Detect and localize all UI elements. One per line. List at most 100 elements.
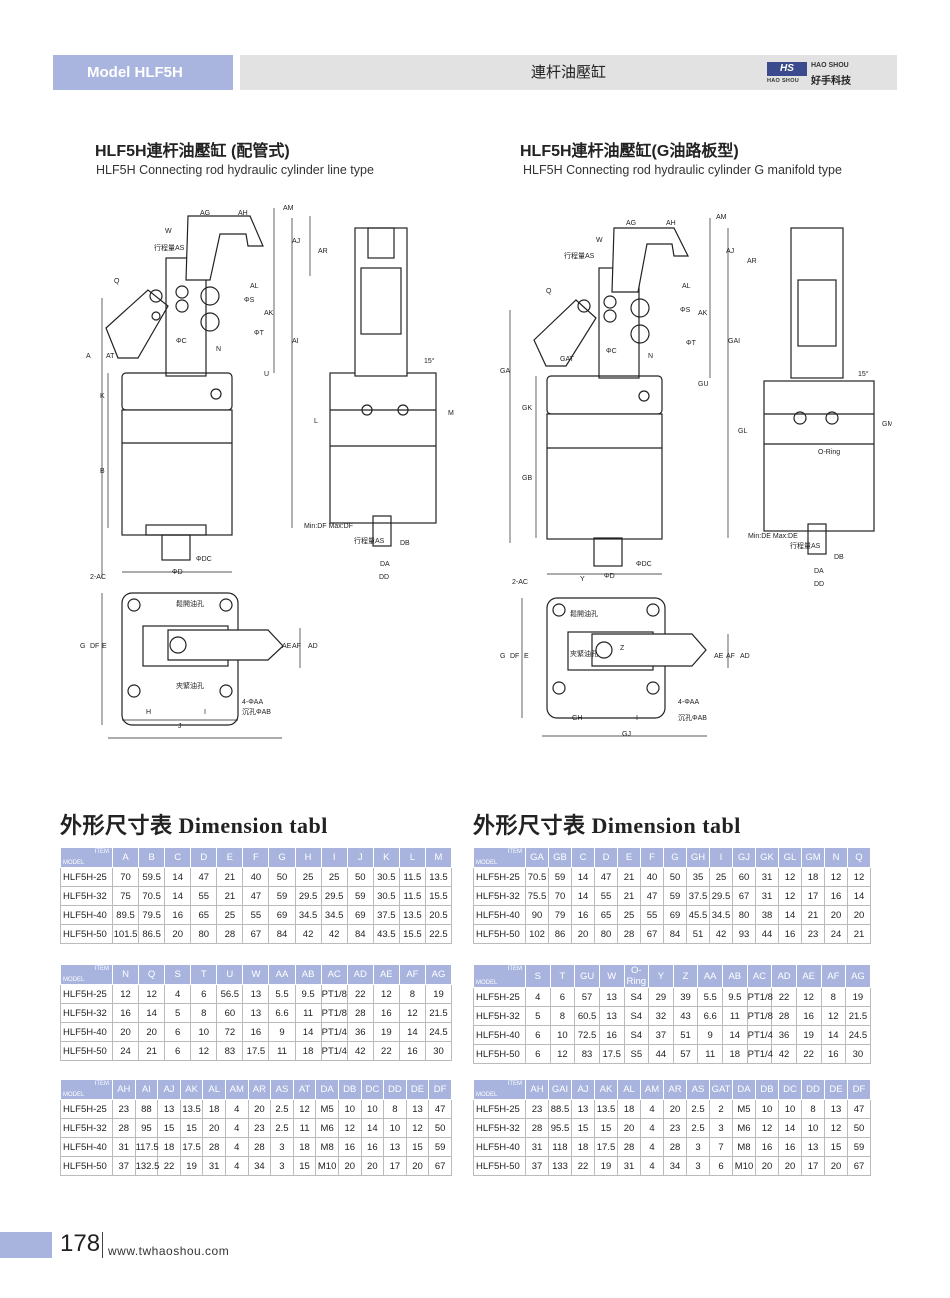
table-cell: 95.5 xyxy=(548,1118,572,1138)
table-cell: 22.5 xyxy=(424,924,453,944)
table-cell: 16 xyxy=(372,1003,400,1023)
table-cell: 31 xyxy=(112,1137,136,1157)
column-header: DD xyxy=(801,1079,825,1100)
table-cell: 12 xyxy=(292,1099,317,1119)
table-cell: 28 xyxy=(247,1137,272,1157)
table-cell: 18 xyxy=(722,1044,748,1064)
column-header: GL xyxy=(778,847,802,868)
table-cell: 15 xyxy=(594,1118,618,1138)
column-header: S xyxy=(525,964,551,988)
table-cell: 69 xyxy=(346,905,374,925)
table-cell: 117.5 xyxy=(134,1137,159,1157)
dimension-label: 鬆開油孔 xyxy=(570,609,598,618)
table-cell: 20 xyxy=(405,1156,430,1176)
dimension-label: N xyxy=(648,353,653,360)
table-cell: 70.5 xyxy=(138,886,166,906)
table-cell: 22 xyxy=(372,1041,400,1061)
table-cell: 43 xyxy=(672,1006,699,1026)
table-cell: HLF5H-25 xyxy=(60,984,113,1004)
table-cell: 14 xyxy=(164,867,192,887)
column-header: AL xyxy=(202,1079,226,1100)
table-cell: 4 xyxy=(224,1099,249,1119)
column-header: O-Ring xyxy=(623,964,650,988)
table-cell: 18 xyxy=(294,1041,322,1061)
table-cell: 39 xyxy=(672,987,699,1007)
table-cell: 50 xyxy=(346,867,374,887)
dimension-label: 行程量AS xyxy=(790,541,821,550)
dimension-label: AL xyxy=(682,283,691,290)
table-cell: 101.5 xyxy=(111,924,140,944)
column-header: D xyxy=(594,847,618,868)
table-cell: 44 xyxy=(755,924,779,944)
dimension-label: AM xyxy=(283,205,294,212)
table-cell: 59 xyxy=(847,1137,871,1157)
dimension-label: DB xyxy=(400,540,410,547)
table-cell: 47 xyxy=(594,867,618,887)
table-cell: 70.5 xyxy=(525,867,549,887)
column-header: E xyxy=(617,847,641,868)
column-header: I xyxy=(320,847,348,868)
dimension-label: B xyxy=(100,468,105,475)
table-cell: 14 xyxy=(571,886,595,906)
dimension-label: GL xyxy=(738,428,747,435)
dimension-label: H xyxy=(146,709,151,716)
table-cell: 34 xyxy=(247,1156,272,1176)
dimension-label: Min:DE Max:DE xyxy=(748,533,798,540)
column-header: DC xyxy=(360,1079,385,1100)
column-header: E xyxy=(216,847,244,868)
table-cell: M6 xyxy=(732,1118,756,1138)
dimension-label: AG xyxy=(200,210,210,217)
column-header: DC xyxy=(778,1079,802,1100)
table-cell: S4 xyxy=(623,1006,650,1026)
table-cell: 28 xyxy=(112,1118,136,1138)
table-cell: 15 xyxy=(157,1118,181,1138)
table-cell: 20 xyxy=(824,1156,848,1176)
table-cell: 65 xyxy=(190,905,218,925)
table-cell: 13.5 xyxy=(179,1099,204,1119)
table-cell: HLF5H-40 xyxy=(60,905,113,925)
dimension-label: ΦC xyxy=(606,348,617,355)
table-cell: 21 xyxy=(617,867,641,887)
table-cell: 13 xyxy=(242,984,270,1004)
dimension-label: 沉孔ΦAB xyxy=(242,708,271,716)
column-header: AA xyxy=(697,964,723,988)
table-cell: 133 xyxy=(548,1156,572,1176)
table-cell: 12 xyxy=(824,1118,848,1138)
table-cell: 16 xyxy=(598,1025,625,1045)
dimension-label: AM xyxy=(716,214,727,221)
table-cell: 88 xyxy=(134,1099,159,1119)
column-header: K xyxy=(372,847,400,868)
column-header: AR xyxy=(247,1079,272,1100)
table-cell: 59 xyxy=(548,867,572,887)
table-cell: 31 xyxy=(525,1137,549,1157)
table-cell: 42 xyxy=(709,924,733,944)
table-cell: 2.5 xyxy=(270,1099,294,1119)
dimension-label: GJ xyxy=(622,731,631,738)
table-cell: 25 xyxy=(216,905,244,925)
table-cell: S4 xyxy=(623,987,650,1007)
table-cell: 30 xyxy=(845,1044,871,1064)
dimension-label: ΦT xyxy=(686,340,697,347)
table-cell: 2.5 xyxy=(270,1118,294,1138)
table-cell: 15 xyxy=(292,1156,317,1176)
table-cell: 23 xyxy=(663,1118,687,1138)
dimension-label: Q xyxy=(546,288,552,295)
table-cell: HLF5H-32 xyxy=(60,1003,113,1023)
table-cell: 18 xyxy=(571,1137,595,1157)
dimension-label: ΦS xyxy=(244,297,255,304)
table-cell: HLF5H-32 xyxy=(60,1118,113,1138)
dimension-label: 行程量AS xyxy=(154,243,185,252)
column-header: AB xyxy=(294,964,322,985)
table-cell: 25 xyxy=(320,867,348,887)
table-cell: 93 xyxy=(732,924,756,944)
